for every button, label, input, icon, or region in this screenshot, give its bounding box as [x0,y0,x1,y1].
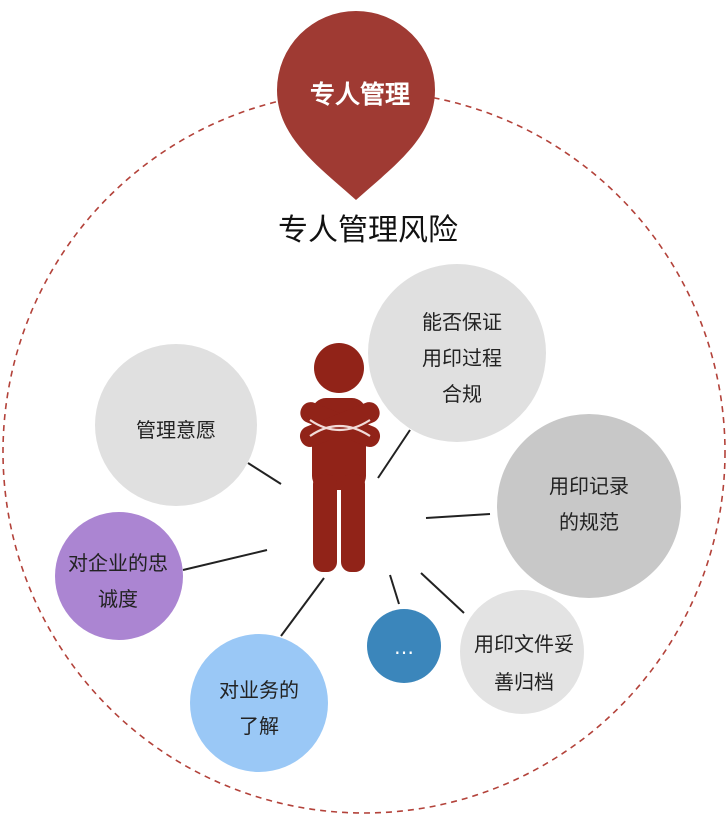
connector-business [280,577,325,637]
connector-loyalty [182,549,268,571]
bubble-compliance-line-1: 能否保证 [422,310,502,334]
bubble-more-ellipsis: … [394,635,414,659]
bubble-records-circle [497,414,681,598]
bubble-compliance-circle [368,264,546,442]
connector-lines [182,429,491,637]
connector-records [425,513,491,519]
bubble-more: … [367,609,441,683]
bubble-loyalty-line-2: 诚度 [98,587,138,611]
person-arm-right [299,402,380,447]
outer-dashed-circle [2,90,726,814]
diagram-heading: 专人管理风险 [278,213,458,248]
person-right-leg [341,474,365,572]
bubble-more-circle [367,609,441,683]
bubble-willingness-line-1: 管理意愿 [136,418,216,442]
bubble-archive-line-1: 用印文件妥 [474,632,574,656]
bubble-business: 对业务的 了解 [190,634,328,772]
bubble-willingness-circle [95,344,257,506]
bubble-compliance-line-2: 用印过程 [422,346,502,370]
person-left-leg [313,474,337,572]
bubble-archive-circle [460,590,584,714]
pin-label: 专人管理 [310,80,410,109]
bubble-records-line-1: 用印记录 [549,474,629,498]
connector-more [389,574,400,605]
bubble-archive: 用印文件妥 善归档 [460,590,584,714]
connector-willingness [247,462,282,485]
bubble-loyalty-circle [55,512,183,640]
pin-shape [277,11,435,200]
bubble-compliance: 能否保证 用印过程 合规 [368,264,546,442]
map-pin-marker: 专人管理 [277,11,435,200]
bubble-records-line-2: 的规范 [559,510,619,534]
bubble-business-circle [190,634,328,772]
bubble-loyalty-line-1: 对企业的忠 [68,551,168,575]
connector-archive [420,572,465,614]
person-arm-highlight [309,419,371,431]
bubble-compliance-line-3: 合规 [442,382,482,406]
connector-compliance [377,429,411,479]
person-arm-highlight-lower [309,425,371,437]
bubble-business-line-1: 对业务的 [219,678,299,702]
bubble-loyalty: 对企业的忠 诚度 [55,512,183,640]
bubble-records: 用印记录 的规范 [497,414,681,598]
bubble-archive-line-2: 善归档 [494,670,554,694]
bubble-willingness: 管理意愿 [95,344,257,506]
bubble-business-line-2: 了解 [239,714,279,738]
person-head [314,343,364,393]
person-arms-crossed-icon [299,343,381,572]
